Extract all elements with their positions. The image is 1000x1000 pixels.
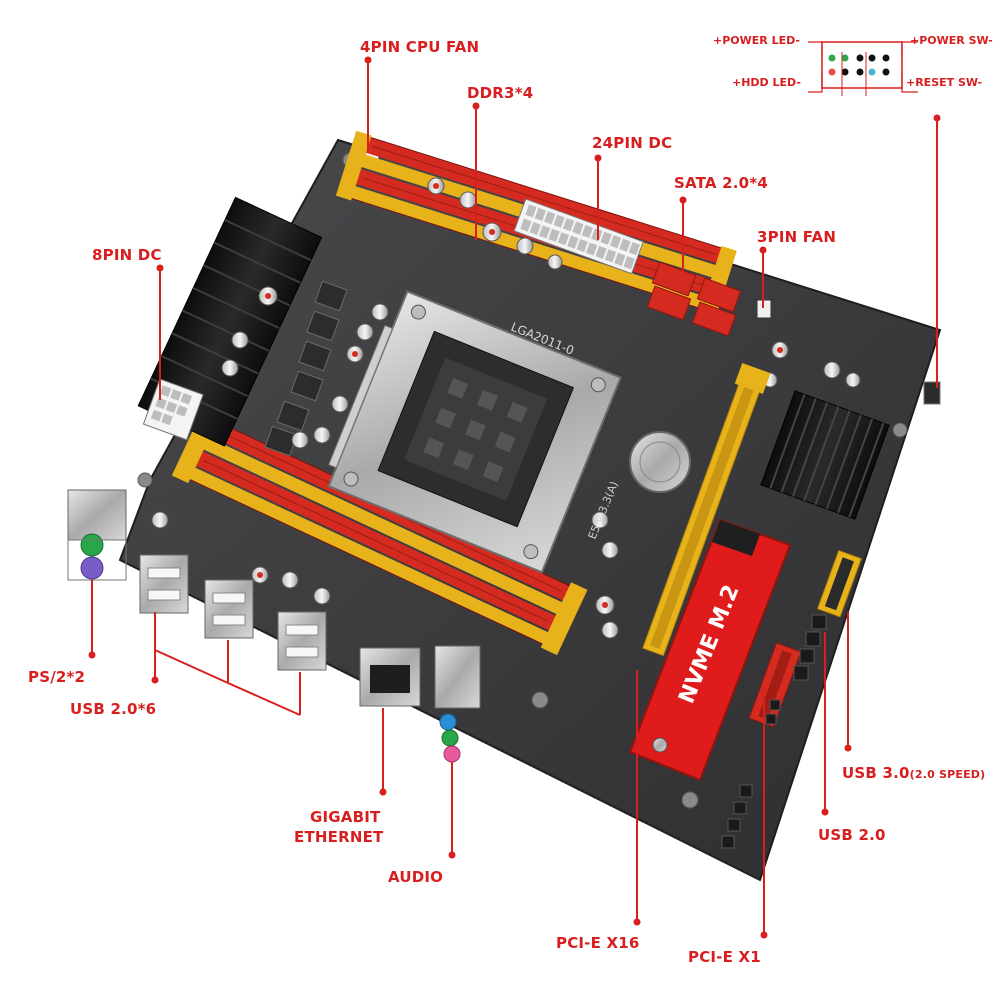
dimm-slots-bottom bbox=[171, 410, 588, 656]
capacitor-markings bbox=[257, 183, 783, 608]
label-24pin: 24PIN DC bbox=[592, 134, 673, 152]
m2-standoff bbox=[652, 737, 668, 753]
sata-ports bbox=[646, 261, 742, 337]
label-sata: SATA 2.0*4 bbox=[674, 174, 768, 192]
rear-io-ethernet bbox=[359, 647, 421, 707]
label-usb2: USB 2.0 bbox=[818, 826, 886, 844]
label-ddr3: DDR3*4 bbox=[467, 84, 534, 102]
usb3-header bbox=[816, 549, 862, 618]
callout-dots bbox=[88, 56, 941, 939]
misc-headers bbox=[721, 699, 781, 849]
label-pcie-x1: PCI-E X1 bbox=[688, 948, 761, 966]
cmos-battery-ring bbox=[639, 441, 681, 483]
label-power-sw: +POWER SW- bbox=[910, 34, 993, 47]
cmos-battery bbox=[629, 431, 691, 493]
label-hdd-led: +HDD LED- bbox=[732, 76, 801, 89]
label-gigabit: GIGABIT bbox=[310, 808, 381, 826]
label-usb3-note: (2.0 SPEED) bbox=[909, 768, 986, 781]
label-usb3-text: USB 3.0 bbox=[842, 764, 910, 782]
nvme-m2-slot bbox=[628, 518, 792, 782]
chipset-heatsink bbox=[760, 390, 890, 520]
vrm-chokes bbox=[264, 280, 348, 457]
label-usb3: USB 3.0(2.0 SPEED) bbox=[842, 764, 985, 782]
label-8pin-dc: 8PIN DC bbox=[92, 246, 162, 264]
callout-lines bbox=[91, 60, 938, 935]
label-cpu-fan: 4PIN CPU FAN bbox=[360, 38, 480, 56]
label-ethernet: ETHERNET bbox=[294, 828, 384, 846]
rear-io-audio bbox=[434, 645, 481, 763]
label-reset-sw: +RESET SW- bbox=[906, 76, 983, 89]
eps-8pin-connector bbox=[142, 378, 204, 441]
label-audio: AUDIO bbox=[388, 868, 444, 886]
rear-io-ps2 bbox=[67, 489, 127, 581]
pcie-x1-slot bbox=[748, 642, 802, 728]
label-power-led: +POWER LED- bbox=[713, 34, 801, 47]
label-3pin-fan: 3PIN FAN bbox=[757, 228, 837, 246]
usb-port-openings bbox=[147, 567, 319, 658]
usb2-header bbox=[793, 614, 827, 681]
rear-io-usb-stacks bbox=[139, 554, 327, 671]
label-usb2x6: USB 2.0*6 bbox=[70, 700, 157, 718]
label-pcie-x16: PCI-E X16 bbox=[556, 934, 640, 952]
front-panel-diagram bbox=[808, 41, 918, 96]
cpu-socket bbox=[327, 290, 622, 574]
pcie-x16-slot bbox=[642, 362, 771, 657]
label-ps2: PS/2*2 bbox=[28, 668, 86, 686]
atx-24pin-connector bbox=[513, 198, 644, 275]
